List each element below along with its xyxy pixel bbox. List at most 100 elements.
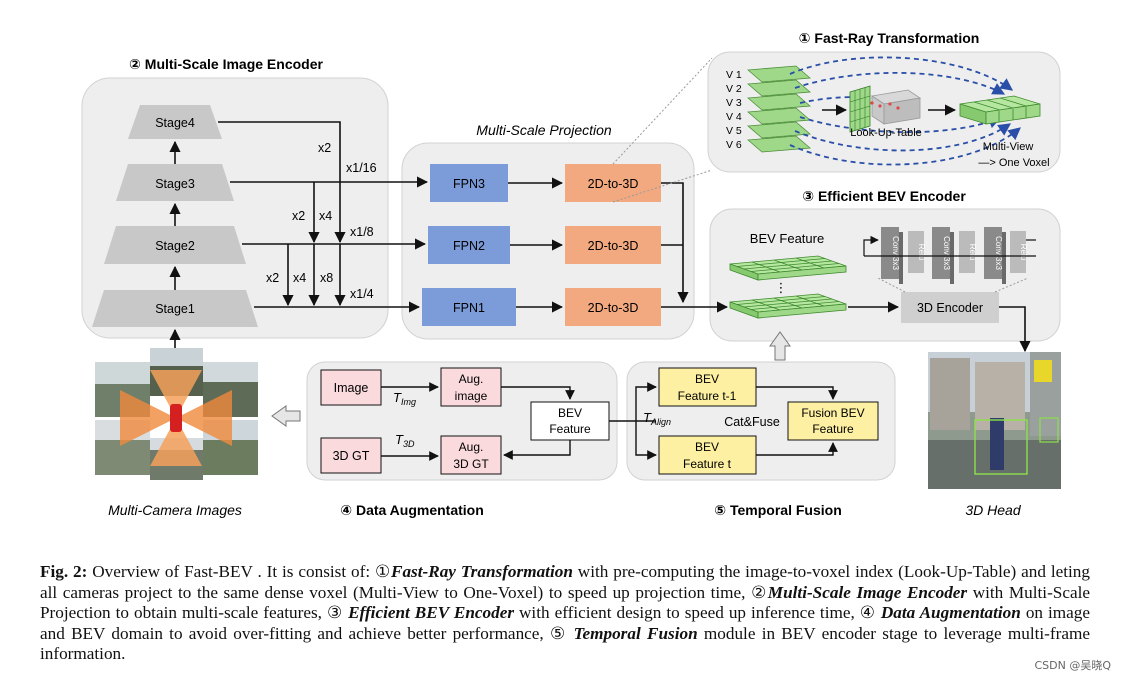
caption-bold-3: Efficient BEV Encoder xyxy=(348,603,515,623)
scale-x8-low: x8 xyxy=(320,271,333,285)
bev-curr-label-1: BEV xyxy=(695,440,719,454)
stage2-label: Stage2 xyxy=(155,239,195,253)
caption-text-2: with pre-computing the image-to-voxel in… xyxy=(40,562,1090,602)
conv-zoom-lines xyxy=(877,277,1029,293)
view-labels: V 1 V 2 V 3 V 4 V 5 V 6 xyxy=(726,69,742,151)
fpn1-box xyxy=(422,288,516,326)
caption-bold-5: Temporal Fusion xyxy=(573,623,698,643)
watermark: CSDN @吴晓Q xyxy=(1034,659,1111,672)
svg-text:Relu: Relu xyxy=(968,244,977,260)
temporal-arrows xyxy=(635,382,838,460)
aug-image-input xyxy=(320,369,382,406)
t-3d: T3D xyxy=(395,432,415,449)
caption-text-1: Overview of Fast-BEV . It is consist of:… xyxy=(87,562,391,581)
onevoxel-label: —> One Voxel xyxy=(978,157,1049,169)
bev-prev-box xyxy=(658,367,757,407)
fpn2-label: FPN2 xyxy=(453,239,485,253)
fpn1-label: FPN1 xyxy=(453,301,485,315)
multiview-label: Multi-View xyxy=(983,141,1034,153)
svg-text:V 4: V 4 xyxy=(726,111,742,123)
svg-text:Relu: Relu xyxy=(1019,244,1028,260)
catfuse-label: Cat&Fuse xyxy=(724,415,780,429)
scale-x4-mid: x4 xyxy=(319,209,332,223)
aug-image-input-label: Image xyxy=(334,381,369,395)
camera-images xyxy=(95,348,258,480)
caption-text-3: with Multi-Scale Projection to obtain mu… xyxy=(40,582,1091,623)
scale-1-4: x1/4 xyxy=(350,287,374,301)
bev-dots: ⋮ xyxy=(775,280,788,295)
camera-to-aug-arrow xyxy=(271,405,301,427)
caption-fig-label: Fig. 2: xyxy=(40,562,88,581)
conv-stack xyxy=(881,227,1026,284)
svg-text:Conv 3x3: Conv 3x3 xyxy=(891,236,900,270)
caption-text-4: with efficient design to speed up infere… xyxy=(514,603,881,623)
scale-x4-low: x4 xyxy=(293,271,306,285)
scale-1-16: x1/16 xyxy=(346,161,377,175)
to3d-label-1: 2D-to-3D xyxy=(588,301,639,315)
lut-cube-side xyxy=(883,97,921,125)
caption-bold-2: Multi-Scale Image Encoder xyxy=(767,582,968,602)
t-align: TAlign xyxy=(643,410,671,427)
lut-grid xyxy=(849,85,871,133)
svg-text:V 2: V 2 xyxy=(726,83,742,95)
svg-text:Relu: Relu xyxy=(917,244,926,260)
svg-text:Conv 3x3: Conv 3x3 xyxy=(994,236,1003,270)
caption-bold-4: Data Augmentation xyxy=(880,603,1021,623)
caption-text-6: module in BEV encoder stage to leverage … xyxy=(40,623,1090,664)
cameras-caption: Multi-Camera Images xyxy=(108,502,242,518)
scale-x2-top: x2 xyxy=(318,141,331,155)
bev-prev-label-1: BEV xyxy=(695,372,719,386)
scale-x2-low: x2 xyxy=(266,271,279,285)
projection-arrows xyxy=(508,177,729,313)
temporal-up-arrow xyxy=(769,331,791,361)
callout-lines xyxy=(612,57,713,203)
aug-arrows xyxy=(381,382,656,461)
encoder-3d-label: 3D Encoder xyxy=(917,301,983,315)
aug-gt-input-label: 3D GT xyxy=(333,449,370,463)
one-voxel xyxy=(959,95,1041,125)
title-projection: Multi-Scale Projection xyxy=(476,122,612,138)
encoder-3d-box xyxy=(901,292,999,323)
head-caption: 3D Head xyxy=(965,502,1021,518)
figure-caption: Fig. 2: Overview of Fast-BEV . It is con… xyxy=(40,562,1090,665)
encoder-to-head-arrow xyxy=(999,306,1031,353)
svg-text:V 3: V 3 xyxy=(726,97,742,109)
fpn3-box xyxy=(430,164,508,202)
aug-gt-input xyxy=(320,437,382,474)
stage3-block xyxy=(116,164,234,201)
stage2-block xyxy=(104,226,246,264)
caption-text-5: on image and BEV domain to avoid over-fi… xyxy=(40,603,1091,643)
encoder-panel xyxy=(81,77,389,339)
t-img: TImg xyxy=(393,390,416,407)
scale-1-8: x1/8 xyxy=(350,225,374,239)
svg-text:Conv 3x3: Conv 3x3 xyxy=(942,236,951,270)
conv-chain-arrows xyxy=(863,235,1036,257)
title-data-aug: ④ Data Augmentation xyxy=(340,502,484,518)
stage1-label: Stage1 xyxy=(155,302,195,316)
bev-curr-box xyxy=(658,435,757,475)
title-fast-ray: ① Fast-Ray Transformation xyxy=(799,30,980,46)
encoder-lines xyxy=(218,121,429,313)
title-temporal: ⑤ Temporal Fusion xyxy=(714,502,842,518)
lut-label: Look-Up-Table xyxy=(850,127,922,139)
to3d-box-3 xyxy=(565,164,661,202)
svg-text:V 6: V 6 xyxy=(726,139,742,151)
fusion-label-2: Feature xyxy=(812,422,854,436)
aug-bev-label-2: Feature xyxy=(549,422,591,436)
stage1-block xyxy=(92,290,258,327)
fpn3-label: FPN3 xyxy=(453,177,485,191)
bev-curr-label-2: Feature t xyxy=(683,457,732,471)
aug-image-label-1: Aug. xyxy=(459,372,484,386)
architecture-figure: ② Multi-Scale Image Encoder ① Fast-Ray T… xyxy=(81,30,1061,518)
aug-bev-label-1: BEV xyxy=(558,406,582,420)
to3d-box-2 xyxy=(565,226,661,264)
aug-gt-label-1: Aug. xyxy=(459,440,484,454)
fusion-box xyxy=(787,401,879,441)
stage4-label: Stage4 xyxy=(155,116,195,130)
to3d-label-2: 2D-to-3D xyxy=(588,239,639,253)
bev-feature-title: BEV Feature xyxy=(750,231,824,246)
head-image xyxy=(928,352,1061,489)
conv-labels: Conv 3x3 Relu Conv 3x3 Relu Conv 3x3 Rel… xyxy=(891,236,1028,270)
bev-slab-top xyxy=(729,255,847,281)
stage4-block xyxy=(128,105,222,139)
